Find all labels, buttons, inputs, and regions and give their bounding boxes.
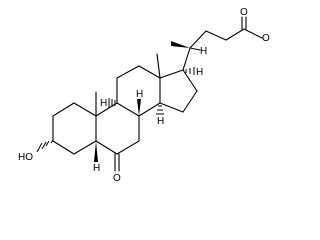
c9-hydrogen-label: H [100,98,107,109]
c5-hydrogen-label: H [93,163,100,174]
steroid-structure-diagram: HO O O O H H H H H H [18,7,270,184]
ketone-oxygen-label: O [113,173,121,184]
ring-d [159,69,198,113]
c18-methyl-bond [156,53,161,79]
side-chain [182,16,263,71]
c14-h-hash-bond [156,105,164,115]
hydroxyl-hash-bond [36,139,54,153]
ring-c [116,65,161,117]
ring-b [95,102,140,155]
c20-hydrogen-label: H [200,46,207,57]
c8-h-wedge [137,99,141,116]
ester-ether-oxygen-label: O [262,33,270,44]
ester-carbonyl-oxygen-label: O [240,7,248,18]
c9-h-hash-bond [108,98,116,108]
ring-a [52,102,97,155]
c14-hydrogen-label: H [157,116,164,127]
c8-hydrogen-label: H [136,89,143,100]
c17-hydrogen-label: H [196,67,203,78]
hydroxyl-label: HO [18,152,33,163]
c17-h-hash-bond [185,67,195,75]
c21-methyl-wedge [171,41,190,48]
c5-h-wedge [94,141,98,162]
c20-h-bond [189,47,201,51]
